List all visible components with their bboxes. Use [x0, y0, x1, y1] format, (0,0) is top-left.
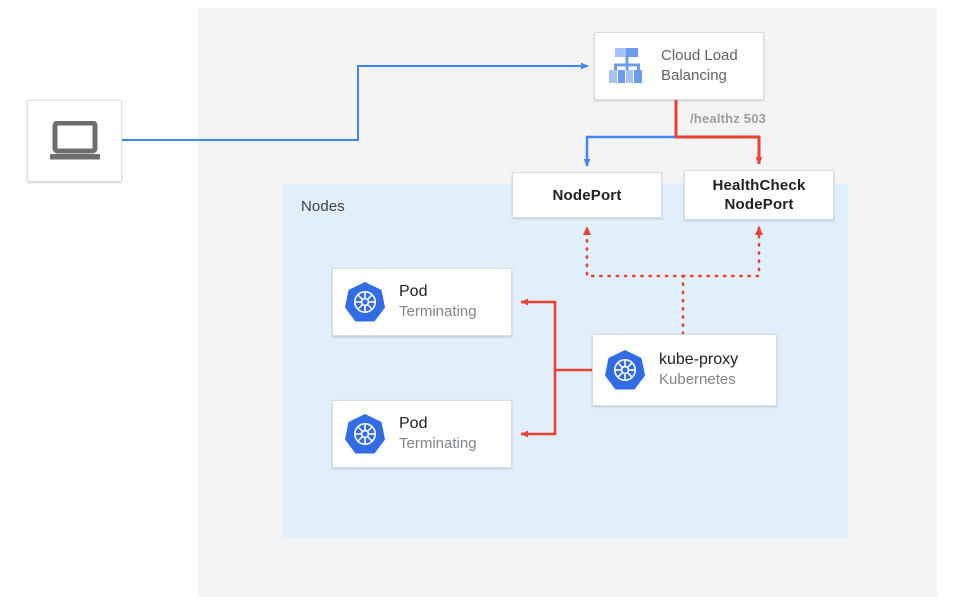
edge-kubeproxy-to-healthcheck-dotted — [681, 225, 763, 278]
pod-text: Pod Terminating — [399, 282, 477, 322]
healthcheck-nodeport-card: HealthCheck NodePort — [684, 170, 834, 220]
pod-card: Pod Terminating — [332, 268, 512, 336]
kube-proxy-text: kube-proxy Kubernetes — [659, 350, 738, 390]
pod-status: Terminating — [399, 303, 477, 320]
healthcheck-nodeport-line1: HealthCheck — [712, 177, 806, 194]
healthcheck-nodeport-line2: NodePort — [724, 196, 794, 213]
kube-proxy-card: kube-proxy Kubernetes — [592, 334, 777, 406]
client-laptop-card — [27, 100, 122, 182]
pod-status: Terminating — [399, 435, 477, 452]
cloud-load-balancing-label: Cloud Load Balancing — [661, 46, 738, 86]
kubernetes-icon — [345, 414, 385, 454]
edge-kubeproxy-to-pod-1 — [520, 298, 592, 372]
pod-title: Pod — [399, 415, 428, 432]
pod-text: Pod Terminating — [399, 414, 477, 454]
healthcheck-nodeport-label: HealthCheck NodePort — [712, 176, 805, 214]
kubernetes-icon — [345, 282, 385, 322]
edge-kubeproxy-to-pod-2 — [520, 370, 557, 438]
cloud-load-balancing-line2: Balancing — [661, 67, 727, 84]
kubernetes-icon — [605, 350, 645, 390]
cloud-load-balancing-line1: Cloud Load — [661, 47, 738, 64]
edge-kubeproxy-to-nodeport-dotted — [583, 225, 685, 336]
nodeport-label: NodePort — [552, 186, 622, 204]
kube-proxy-title: kube-proxy — [659, 351, 739, 368]
load-balancer-icon — [609, 48, 642, 83]
healthz-edge-label: /healthz 503 — [690, 111, 767, 126]
edge-junction-to-nodeport — [583, 135, 677, 167]
edge-client-to-load-balancer — [122, 62, 589, 141]
laptop-icon — [49, 121, 100, 160]
nodes-panel-label: Nodes — [301, 198, 345, 215]
pod-title: Pod — [399, 283, 428, 300]
nodeport-card: NodePort — [512, 172, 662, 218]
cloud-load-balancing-card: Cloud Load Balancing — [594, 32, 764, 100]
pod-card: Pod Terminating — [332, 400, 512, 468]
edge-junction-to-healthcheck-nodeport — [675, 135, 763, 165]
kube-proxy-subtitle: Kubernetes — [659, 371, 736, 388]
